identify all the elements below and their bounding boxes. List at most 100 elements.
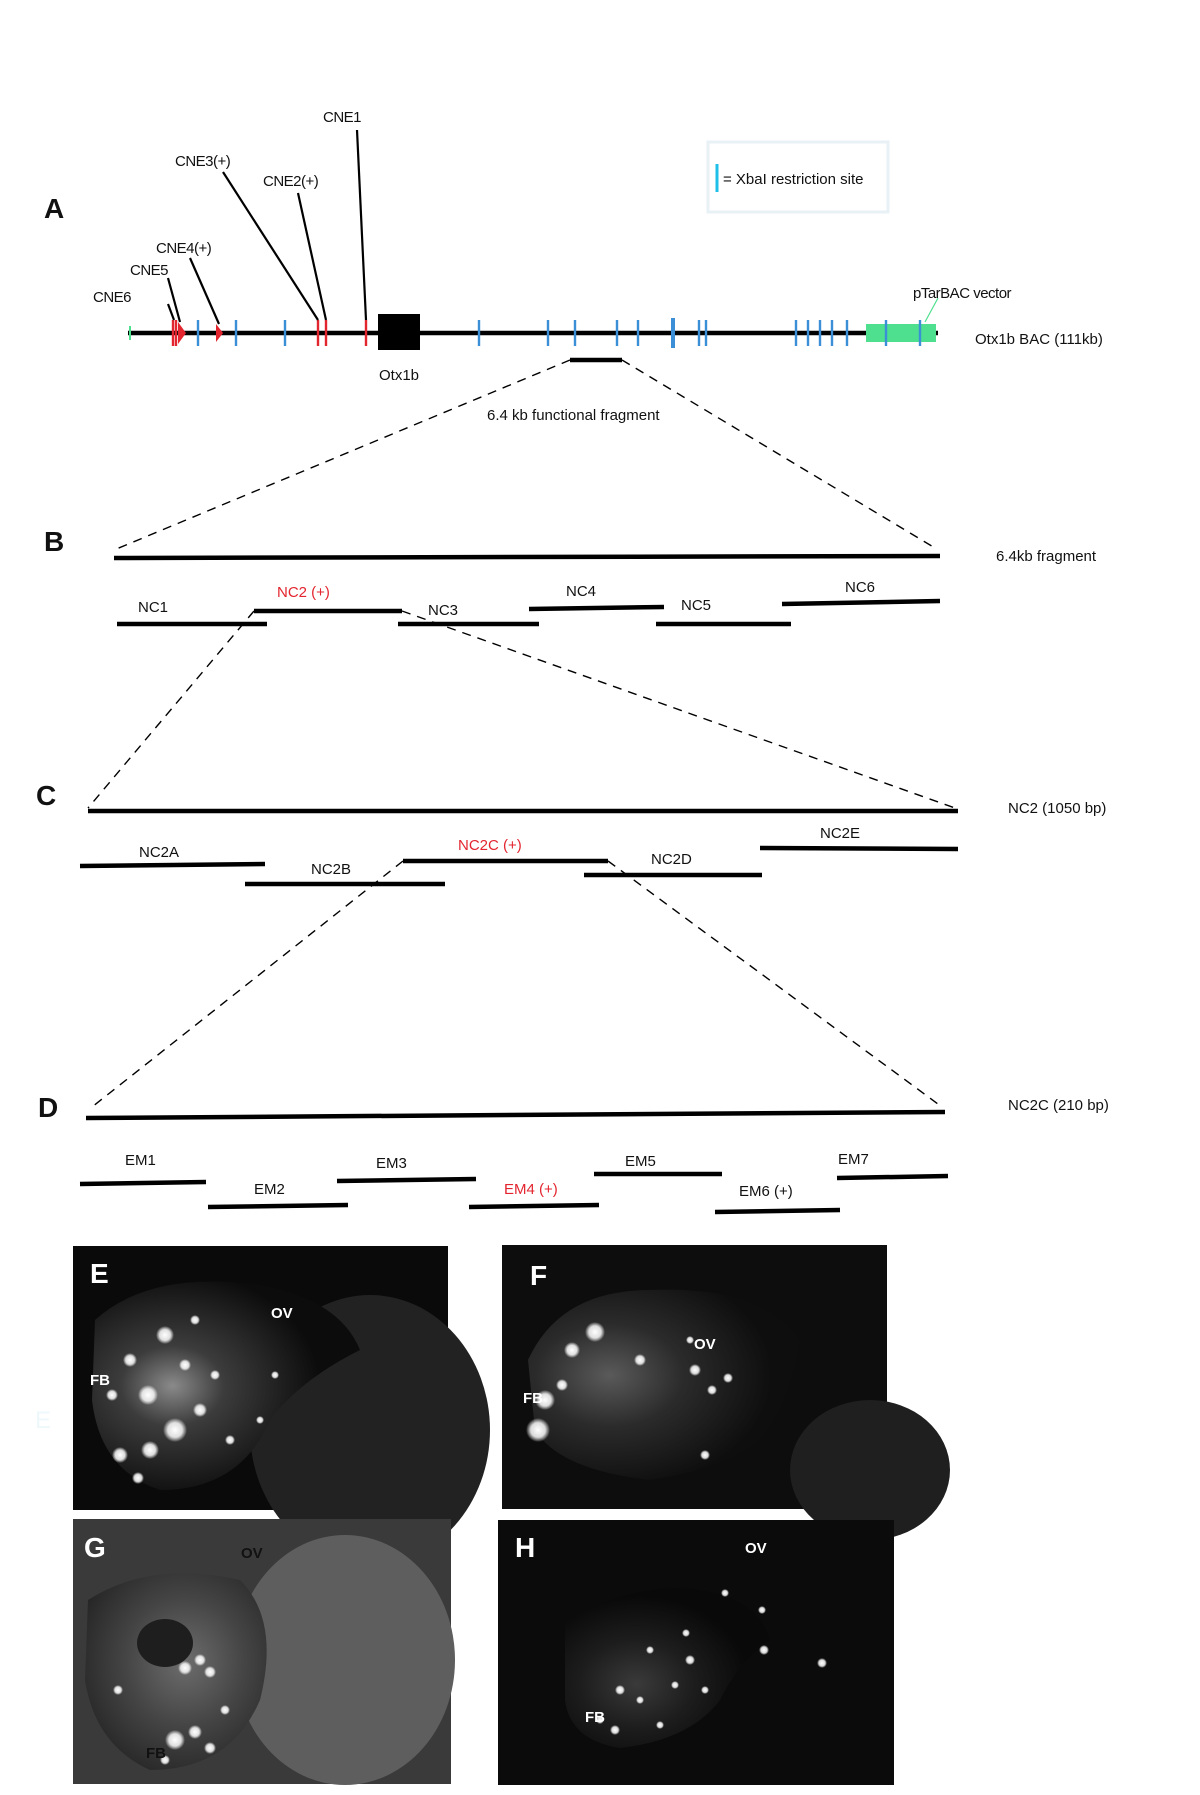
cne2-pointer bbox=[296, 192, 328, 321]
micrograph-g-signal bbox=[113, 1654, 230, 1765]
panel-letter-f: F bbox=[530, 1260, 547, 1291]
panel-c: C NC2 (1050 bp) NC2A NC2B NC2C (+) NC2D … bbox=[36, 780, 1106, 1108]
panel-letter-c: C bbox=[36, 780, 56, 811]
cne4-label: CNE4(+) bbox=[156, 240, 212, 257]
label-nc4: NC4 bbox=[566, 583, 596, 600]
label-em5: EM5 bbox=[625, 1153, 656, 1170]
label-em3: EM3 bbox=[376, 1155, 407, 1172]
micrograph-f-yolk bbox=[790, 1400, 950, 1540]
label-nc2: NC2 (+) bbox=[277, 584, 330, 601]
micrograph-g-ov: OV bbox=[241, 1545, 263, 1562]
vector-pointer bbox=[924, 297, 939, 323]
gene-label: Otx1b bbox=[379, 367, 419, 384]
gene-box bbox=[378, 314, 420, 350]
micrograph-f: F OV FB bbox=[502, 1245, 950, 1540]
label-nc5: NC5 bbox=[681, 597, 711, 614]
bac-label: Otx1b BAC (111kb) bbox=[975, 331, 1103, 348]
label-em6: EM6 (+) bbox=[739, 1183, 793, 1200]
panel-letter-a: A bbox=[44, 193, 64, 224]
fragment-em3 bbox=[336, 1176, 477, 1184]
fragment-nc2a bbox=[79, 861, 266, 869]
label-nc2c: NC2C (+) bbox=[458, 837, 522, 854]
zoom-line-right bbox=[607, 860, 943, 1108]
fragment-em1 bbox=[79, 1179, 207, 1187]
micrograph-h-signal bbox=[596, 1589, 827, 1735]
panel-b: B 6.4kb fragment NC1 NC2 (+) NC3 NC4 NC5… bbox=[44, 526, 1097, 809]
fragment-em2 bbox=[207, 1202, 349, 1210]
fragment-nc2e bbox=[759, 845, 959, 852]
panel-letter-h: H bbox=[515, 1532, 535, 1563]
fragment-nc4 bbox=[528, 604, 665, 612]
micrograph-f-ov: OV bbox=[694, 1336, 716, 1353]
track-label-b: 6.4kb fragment bbox=[996, 548, 1097, 565]
panel-d: D NC2C (210 bp) EM1 EM2 EM3 EM4 (+) EM5 … bbox=[38, 1092, 1109, 1215]
cne1-label: CNE1 bbox=[323, 109, 361, 126]
track-label-d: NC2C (210 bp) bbox=[1008, 1097, 1109, 1114]
micrograph-h: H OV FB bbox=[498, 1520, 894, 1785]
label-nc6: NC6 bbox=[845, 579, 875, 596]
cne3-label: CNE3(+) bbox=[175, 153, 231, 170]
vector-box bbox=[866, 324, 936, 342]
cne4-mark bbox=[216, 324, 223, 342]
fragment-em6 bbox=[714, 1207, 841, 1215]
micrograph-h-ov: OV bbox=[745, 1540, 767, 1557]
label-nc2d: NC2D bbox=[651, 851, 692, 868]
panel-letter-b: B bbox=[44, 526, 64, 557]
micrograph-g-yolk bbox=[235, 1535, 455, 1785]
micrograph-g: G OV FB bbox=[73, 1519, 455, 1785]
fragment-6.4kb-track bbox=[113, 553, 941, 561]
vector-label: pTarBAC vector bbox=[913, 285, 1012, 302]
track-label-c: NC2 (1050 bp) bbox=[1008, 800, 1106, 817]
micrograph-h-fb: FB bbox=[585, 1709, 605, 1726]
label-em1: EM1 bbox=[125, 1152, 156, 1169]
cne2-label: CNE2(+) bbox=[263, 173, 319, 190]
label-nc2a: NC2A bbox=[139, 844, 179, 861]
panel-letter-g: G bbox=[84, 1532, 106, 1563]
cne6-label: CNE6 bbox=[93, 289, 131, 306]
cne5-mark bbox=[178, 322, 186, 344]
zoom-line-right bbox=[401, 610, 956, 809]
legend: = XbaI restriction site bbox=[706, 140, 890, 214]
xbai-sites bbox=[196, 318, 922, 348]
micrograph-h-head bbox=[565, 1588, 770, 1748]
fragment-em4 bbox=[468, 1202, 600, 1210]
micrograph-e: E OV FB bbox=[73, 1246, 490, 1565]
label-nc3: NC3 bbox=[428, 602, 458, 619]
cne-marks bbox=[171, 320, 368, 346]
micrograph-g-fb: FB bbox=[146, 1745, 166, 1762]
label-nc1: NC1 bbox=[138, 599, 168, 616]
cne3-pointer bbox=[222, 171, 319, 321]
cne6-pointer bbox=[166, 303, 176, 321]
functional-fragment-label: 6.4 kb functional fragment bbox=[487, 407, 660, 424]
fragment-em7 bbox=[836, 1173, 949, 1181]
fragment-nc6 bbox=[781, 598, 941, 607]
label-nc2b: NC2B bbox=[311, 861, 351, 878]
panel-a: A = XbaI restriction site pTarBAC vector… bbox=[44, 109, 1103, 551]
cne1-pointer bbox=[355, 129, 368, 321]
label-em7: EM7 bbox=[838, 1151, 869, 1168]
label-nc2e: NC2E bbox=[820, 825, 860, 842]
panel-letter-d: D bbox=[38, 1092, 58, 1123]
zoom-line-left bbox=[87, 610, 255, 809]
legend-text: = XbaI restriction site bbox=[723, 171, 863, 188]
label-em2: EM2 bbox=[254, 1181, 285, 1198]
micrograph-e-signal bbox=[106, 1315, 279, 1484]
micrograph-g-eye bbox=[137, 1619, 193, 1667]
legend-box bbox=[706, 140, 890, 214]
zoom-line-right bbox=[621, 359, 936, 549]
micrograph-g-head bbox=[85, 1573, 267, 1770]
zoom-line-left bbox=[113, 359, 571, 551]
cne4-pointer bbox=[188, 257, 221, 325]
micrograph-f-fb: FB bbox=[523, 1390, 543, 1407]
nc2c-track bbox=[85, 1109, 946, 1121]
micrograph-f-signal bbox=[526, 1322, 733, 1460]
label-em4: EM4 (+) bbox=[504, 1181, 558, 1198]
zoom-line-left bbox=[91, 860, 404, 1108]
micrograph-e-ov: OV bbox=[271, 1305, 293, 1322]
cne5-label: CNE5 bbox=[130, 262, 168, 279]
cne5-pointer bbox=[166, 277, 182, 323]
faint-letter-e: E bbox=[35, 1407, 51, 1434]
micrograph-e-fb: FB bbox=[90, 1372, 110, 1389]
panel-letter-e: E bbox=[90, 1258, 109, 1289]
